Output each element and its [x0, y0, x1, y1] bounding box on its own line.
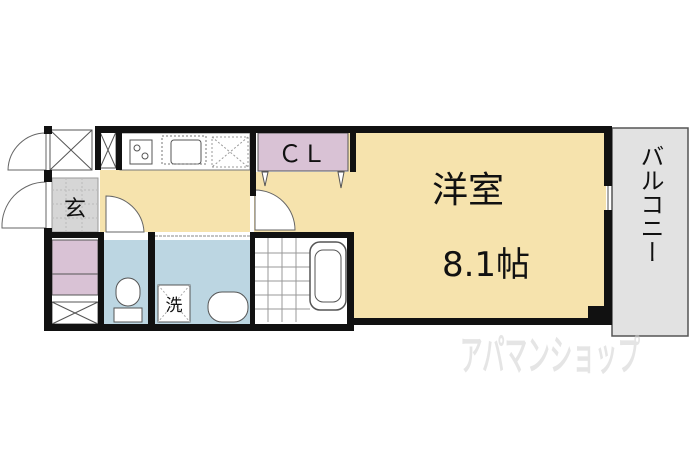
entrance-door [1, 181, 47, 229]
entrance-label: 玄 [64, 197, 86, 222]
western-room-size: 8.1帖 [442, 245, 530, 285]
toilet-icon [115, 277, 141, 307]
door-swing [254, 189, 296, 231]
western-room-name: 洋室 [432, 170, 504, 211]
sink-icon [170, 139, 202, 165]
entrance [51, 177, 99, 233]
washer-label: 洗 [166, 296, 183, 316]
bathtub-icon [309, 241, 347, 311]
door-swing [105, 195, 145, 233]
closet [257, 132, 349, 172]
fridge-space [211, 136, 249, 168]
shoe-closet [51, 239, 99, 296]
washbasin-icon [207, 291, 249, 323]
watermark: アパマンショップ [460, 331, 640, 380]
stove-icon [129, 139, 153, 165]
closet-label: ＣＬ [278, 140, 326, 168]
balcony-label: バルコニー [636, 144, 664, 264]
entrance-door [7, 132, 47, 171]
balcony [611, 127, 689, 337]
western-room [348, 133, 606, 323]
walls [44, 126, 612, 331]
